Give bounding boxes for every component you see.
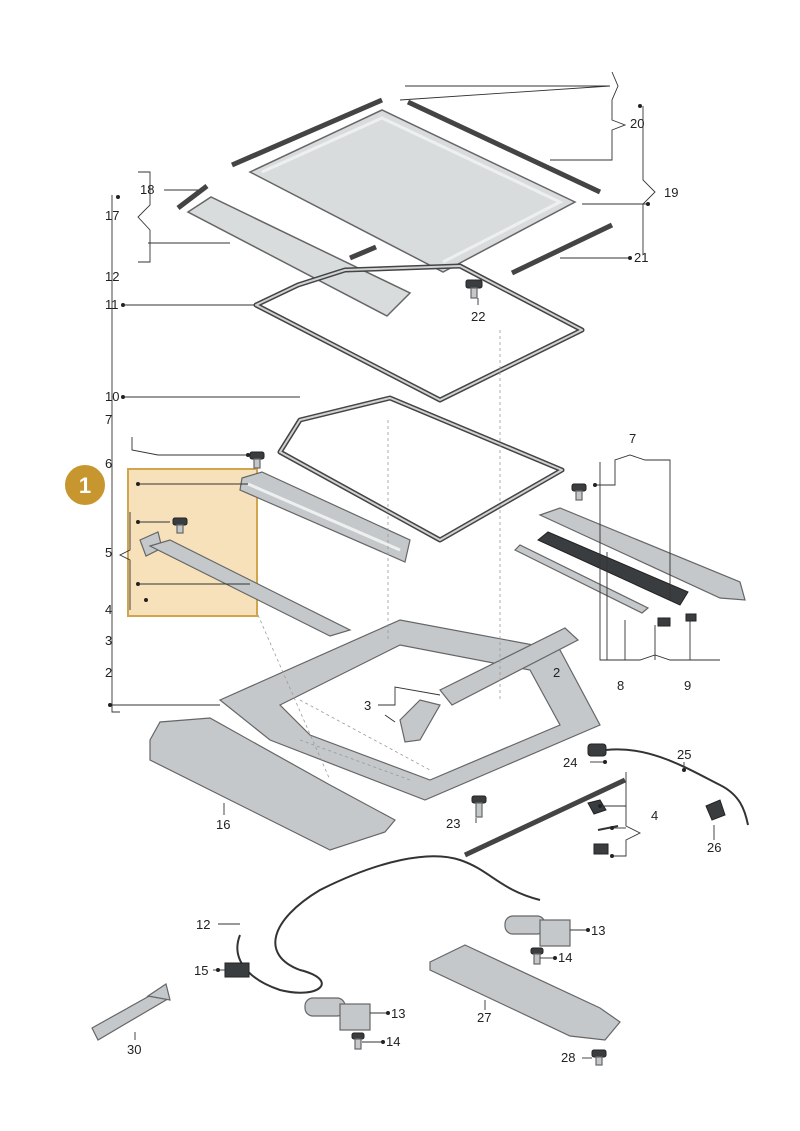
screw-14-upper — [530, 947, 544, 965]
callout-26: 26 — [707, 840, 721, 855]
rear-glass-panel — [186, 196, 412, 317]
glass-trim-side — [406, 99, 602, 195]
grease-tube-30 — [91, 983, 171, 1041]
callout-labels: 20 19 18 17 21 12 11 22 10 7 7 6 5 4 3 2… — [105, 116, 721, 1065]
seal-frame-upper — [253, 263, 585, 403]
callout-16: 16 — [216, 817, 230, 832]
callout-27: 27 — [477, 1010, 491, 1025]
bracket-3 — [399, 699, 441, 743]
callout-30: 30 — [127, 1042, 141, 1057]
callout-24: 24 — [563, 755, 577, 770]
screw-22 — [465, 279, 483, 299]
callout-3-mid: 3 — [364, 698, 371, 713]
screw-28 — [591, 1049, 607, 1066]
callout-11: 11 — [105, 297, 119, 312]
motor-13-upper — [504, 915, 571, 947]
callout-10: 10 — [105, 389, 119, 404]
clip-26 — [705, 799, 726, 821]
callout-6: 6 — [105, 456, 112, 471]
callout-18: 18 — [140, 182, 154, 197]
callout-4-left: 4 — [105, 602, 112, 617]
rail-assembly-7 — [538, 507, 746, 601]
cable-25 — [605, 748, 749, 826]
rail-roller-8 — [537, 531, 689, 606]
callout-7-left: 7 — [105, 412, 112, 427]
glass-trim-mid — [349, 244, 377, 261]
screw-14-lower — [351, 1032, 365, 1050]
screw-6 — [249, 451, 265, 469]
callout-15: 15 — [194, 963, 208, 978]
callout-12-top: 12 — [105, 269, 119, 284]
callout-12-bottom: 12 — [196, 917, 210, 932]
trim-4-lower — [463, 777, 627, 858]
callout-4-right: 4 — [651, 808, 658, 823]
clip-9b — [685, 613, 697, 622]
connector-24 — [587, 743, 607, 757]
frame-trim-16 — [149, 717, 396, 851]
callout-14-lower: 14 — [386, 1034, 400, 1049]
clip-9 — [657, 617, 671, 627]
callout-3-left: 3 — [105, 633, 112, 648]
part-1-badge[interactable]: 1 — [63, 463, 107, 507]
callout-5: 5 — [105, 545, 112, 560]
screw-23 — [471, 795, 487, 818]
callout-13-lower: 13 — [391, 1006, 405, 1021]
callout-19: 19 — [664, 185, 678, 200]
connector-15 — [224, 962, 250, 978]
callout-7-right: 7 — [629, 431, 636, 446]
cable-harness-12 — [236, 855, 541, 994]
screw-7 — [571, 483, 587, 501]
clip-4a — [587, 799, 607, 815]
callout-2-left: 2 — [105, 665, 112, 680]
clip-4c — [593, 843, 609, 855]
glass-trim-front — [231, 97, 383, 168]
leader-lines — [111, 71, 720, 1059]
glass-trim-small — [176, 184, 209, 210]
wind-deflector — [239, 471, 411, 563]
callout-8: 8 — [617, 678, 624, 693]
callout-28: 28 — [561, 1050, 575, 1065]
callout-13-upper: 13 — [591, 923, 605, 938]
callout-21: 21 — [634, 250, 648, 265]
callout-17: 17 — [105, 208, 119, 223]
badge-label: 1 — [79, 473, 91, 498]
callout-22: 22 — [471, 309, 485, 324]
guide-rail-right — [439, 627, 580, 706]
callout-9: 9 — [684, 678, 691, 693]
motor-13-lower — [304, 997, 371, 1031]
rear-cover-27 — [429, 944, 621, 1041]
glass-trim-rear — [510, 222, 614, 276]
leader-dots — [108, 104, 686, 1044]
callout-2-right: 2 — [553, 665, 560, 680]
callout-25: 25 — [677, 747, 691, 762]
clip-4b — [597, 825, 619, 831]
callout-14-upper: 14 — [558, 950, 572, 965]
callout-20: 20 — [630, 116, 644, 131]
callout-23: 23 — [446, 816, 460, 831]
roof-glass-panel — [248, 109, 577, 273]
rail-trim-4 — [148, 539, 352, 637]
